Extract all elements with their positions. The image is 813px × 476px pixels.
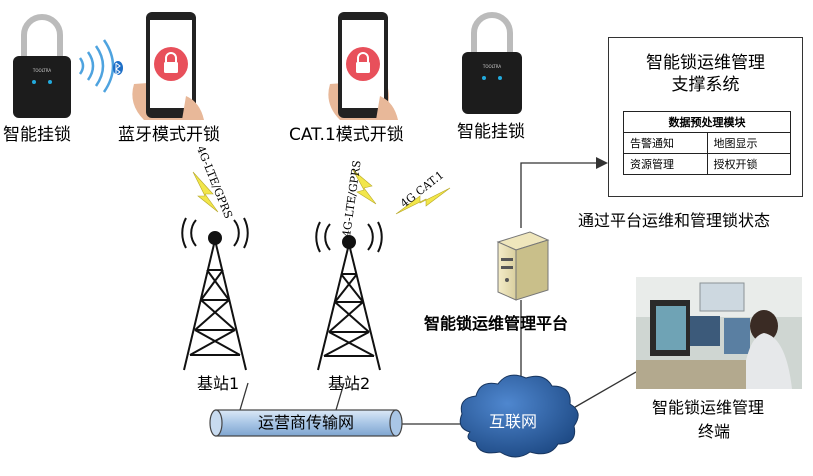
module-cell-alert: 告警通知 [623,132,708,154]
tower-2 [315,221,383,371]
carrier-network-label: 运营商传输网 [258,413,355,432]
server-icon [496,231,550,301]
module-table: 数据预处理模块 告警通知 地图显示 资源管理 授权开锁 [623,111,791,175]
title-line-2: 支撑系统 [671,75,740,95]
management-system-title: 智能锁运维管理 支撑系统 [609,52,802,96]
cat1-unlock-label: CAT.1模式开锁 [289,125,404,145]
lock-left-label: 智能挂锁 [3,125,71,145]
title-line-1: 智能锁运维管理 [646,53,765,73]
lock-right-label: 智能挂锁 [457,122,525,142]
lightning-bolts [192,169,451,215]
internet-label: 互联网 [489,412,538,431]
station-1-label: 基站1 [197,374,240,393]
bluetooth-unlock-label: 蓝牙模式开锁 [118,125,220,145]
arrow-head [596,157,608,169]
padlock-left: TOOLTRA [13,14,71,118]
server-label: 智能锁运维管理平台 [424,314,569,333]
module-cell-auth: 授权开锁 [706,153,791,175]
tower-1 [181,217,249,371]
bluetooth-waves [78,39,115,93]
terminal-label-line-2: 终端 [698,422,731,441]
carrier-network-pipe [209,409,403,437]
connection-lines [239,162,637,425]
internet-cloud [459,374,579,458]
terminal-label-line-1: 智能锁运维管理 [652,398,765,417]
status-caption: 通过平台运维和管理锁状态 [578,211,771,230]
module-cell-resource: 资源管理 [623,153,708,175]
module-cell-map: 地图显示 [706,132,791,154]
module-header: 数据预处理模块 [623,111,791,133]
phone-cat1 [328,12,398,120]
terminal-photo [636,277,802,389]
station-2-label: 基站2 [328,374,371,393]
svg-text:TOOLTRA: TOOLTRA [482,64,501,69]
bluetooth-icon [113,61,123,76]
padlock-right: TOOLTRA [462,12,522,114]
svg-text:TOOLTRA: TOOLTRA [32,68,51,73]
phone-bluetooth [132,12,204,120]
management-system-box: 智能锁运维管理 支撑系统 数据预处理模块 告警通知 地图显示 资源管理 授权开锁 [608,37,803,197]
